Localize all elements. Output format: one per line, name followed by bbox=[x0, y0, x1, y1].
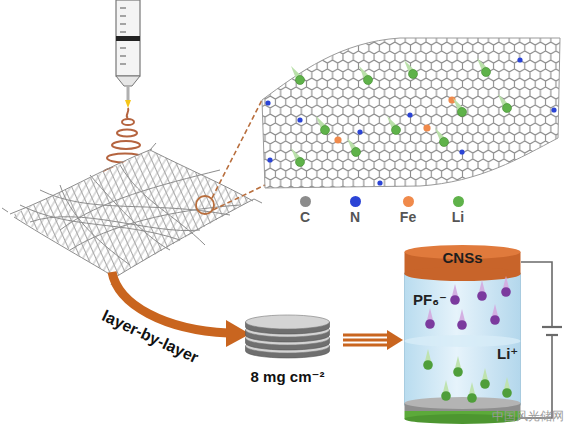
process-label: layer-by-layer bbox=[99, 307, 201, 367]
electrode-label: CNSs bbox=[403, 249, 522, 266]
fiber-mesh bbox=[0, 140, 262, 285]
legend-item: Li bbox=[443, 196, 473, 224]
zoom-callout bbox=[196, 100, 265, 214]
syringe bbox=[116, 0, 140, 108]
legend-text: C bbox=[300, 210, 310, 224]
battery-cell: PF₆⁻ Li⁺ CNSs bbox=[403, 243, 522, 425]
legend-item: C bbox=[290, 196, 320, 224]
legend-swatch bbox=[453, 196, 464, 207]
graphene-sheet bbox=[262, 38, 560, 188]
legend-item: Fe bbox=[393, 196, 423, 224]
legend-text: Fe bbox=[400, 210, 416, 224]
legend-text: N bbox=[350, 210, 360, 224]
cathode-cap: CNSs bbox=[403, 243, 522, 283]
legend-swatch bbox=[300, 196, 311, 207]
ion-label: PF₆⁻ bbox=[413, 291, 447, 308]
external-circuit bbox=[520, 262, 562, 418]
loading-label: 8 mg cm⁻² bbox=[240, 368, 335, 385]
anion bbox=[425, 276, 511, 330]
electrode-stack: 8 mg cm⁻² bbox=[240, 312, 335, 396]
process-arrow bbox=[112, 272, 250, 347]
legend-item: N bbox=[340, 196, 370, 224]
legend-swatch bbox=[403, 196, 414, 207]
legend-swatch bbox=[350, 196, 361, 207]
cation bbox=[423, 349, 512, 403]
legend-text: Li bbox=[452, 210, 464, 224]
process-arrow bbox=[343, 330, 403, 350]
ion-label: Li⁺ bbox=[497, 345, 518, 362]
